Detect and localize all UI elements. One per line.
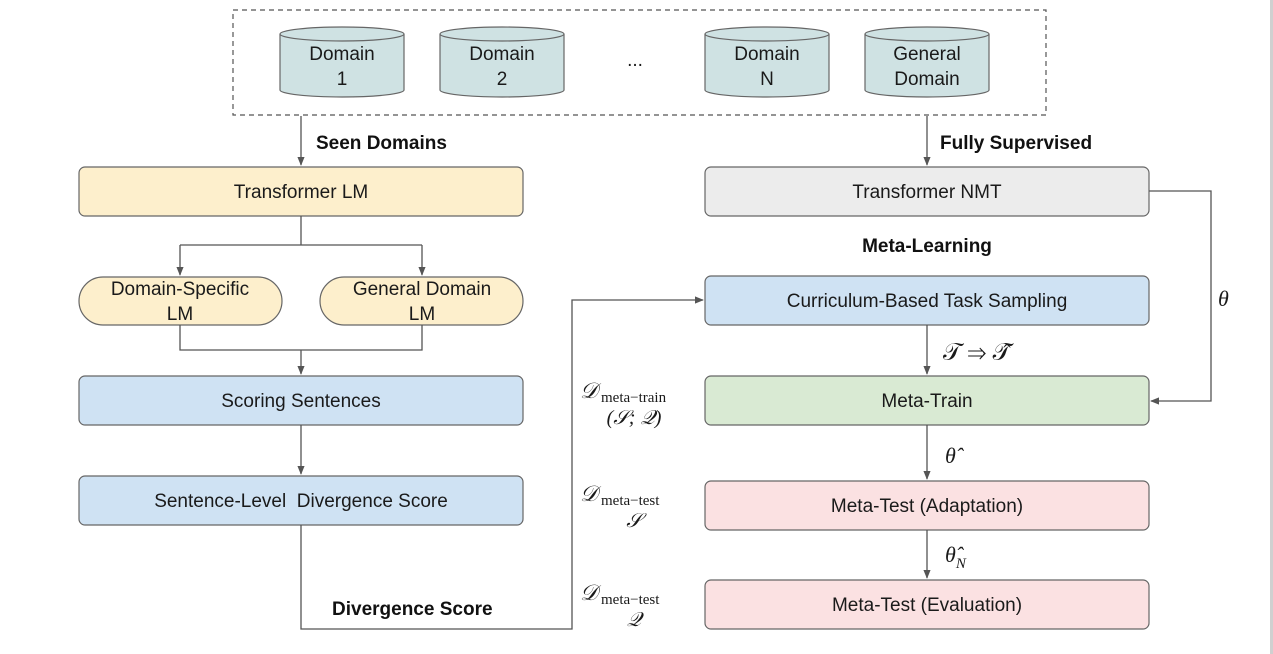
theta-hat-n-sub: N: [955, 556, 967, 572]
meta-test-eval-label: Meta-Test (Evaluation): [832, 595, 1022, 616]
domains-ellipsis: ...: [627, 50, 643, 71]
d-meta-test-eval-symbol: 𝒟: [580, 580, 602, 605]
domain-n-label-line2: N: [760, 69, 774, 90]
d-meta-test-adapt-symbol: 𝒟: [580, 481, 602, 506]
d-meta-test-eval-annotation: 𝒟 meta−test 𝒬: [580, 580, 660, 631]
meta-test-adapt-label: Meta-Test (Adaptation): [831, 496, 1023, 517]
domain-2-label-line1: Domain: [469, 44, 534, 65]
d-meta-test-adapt-sub: meta−test: [601, 493, 660, 509]
d-meta-test-adapt-annotation: 𝒟 meta−test 𝒮: [580, 481, 660, 532]
transformer-nmt-label: Transformer NMT: [852, 182, 1002, 203]
domain-specific-lm-label-line1: Domain-Specific: [111, 279, 249, 300]
meta-train-label: Meta-Train: [881, 391, 972, 412]
arrow-theta-feedback: [1149, 190, 1212, 405]
scoring-sentences-label: Scoring Sentences: [221, 391, 381, 412]
seen-domains-label: Seen Domains: [316, 133, 447, 154]
domain-1-label-line1: Domain: [309, 44, 374, 65]
d-meta-train-sub: meta−train: [601, 390, 667, 406]
domain-2-cylinder: Domain 2: [439, 26, 565, 98]
meta-test-eval-box: [704, 579, 1150, 630]
general-domain-label-line2: Domain: [894, 69, 959, 90]
fully-supervised-label: Fully Supervised: [940, 133, 1092, 154]
curriculum-label: Curriculum-Based Task Sampling: [787, 291, 1068, 312]
d-meta-test-eval-set: 𝒬: [627, 609, 645, 631]
theta-label: θ: [1218, 286, 1229, 311]
meta-learning-label: Meta-Learning: [862, 236, 992, 257]
lm-merge-lines: [179, 325, 423, 351]
arrow-divergence-to-curriculum: [300, 296, 704, 630]
domain-specific-lm-label-line2: LM: [167, 304, 193, 325]
general-domain-cylinder: General Domain: [864, 26, 990, 98]
d-meta-train-annotation: 𝒟 meta−train (𝒮; 𝒬): [580, 378, 667, 429]
domain-n-cylinder: Domain N: [704, 26, 830, 98]
transformer-lm-label: Transformer LM: [234, 182, 368, 203]
theta-hat-label: θ̂: [945, 443, 965, 468]
page-edge-strip: [1270, 0, 1273, 654]
d-meta-train-symbol: 𝒟: [580, 378, 602, 403]
domain-2-label-line2: 2: [497, 69, 508, 90]
domain-1-label-line2: 1: [337, 69, 348, 90]
domain-n-label-line1: Domain: [734, 44, 799, 65]
d-meta-test-eval-sub: meta−test: [601, 592, 660, 608]
lm-split-lines: [180, 216, 422, 246]
general-domain-lm-label-line1: General Domain: [353, 279, 491, 300]
general-domain-label-line1: General: [893, 44, 961, 65]
divergence-score-label: Divergence Score: [332, 599, 493, 620]
domains-container: [232, 9, 1047, 116]
theta-hat-n-label: θ̂N: [945, 542, 967, 572]
domain-1-cylinder: Domain 1: [279, 26, 405, 98]
d-meta-train-set: (𝒮; 𝒬): [607, 407, 662, 429]
d-meta-test-adapt-set: 𝒮: [626, 510, 647, 532]
task-sampling-math: 𝒯 ⇒ 𝒯̂: [943, 340, 1015, 366]
general-domain-lm-label-line2: LM: [409, 304, 435, 325]
divergence-score-box-label: Sentence-Level Divergence Score: [154, 491, 448, 512]
